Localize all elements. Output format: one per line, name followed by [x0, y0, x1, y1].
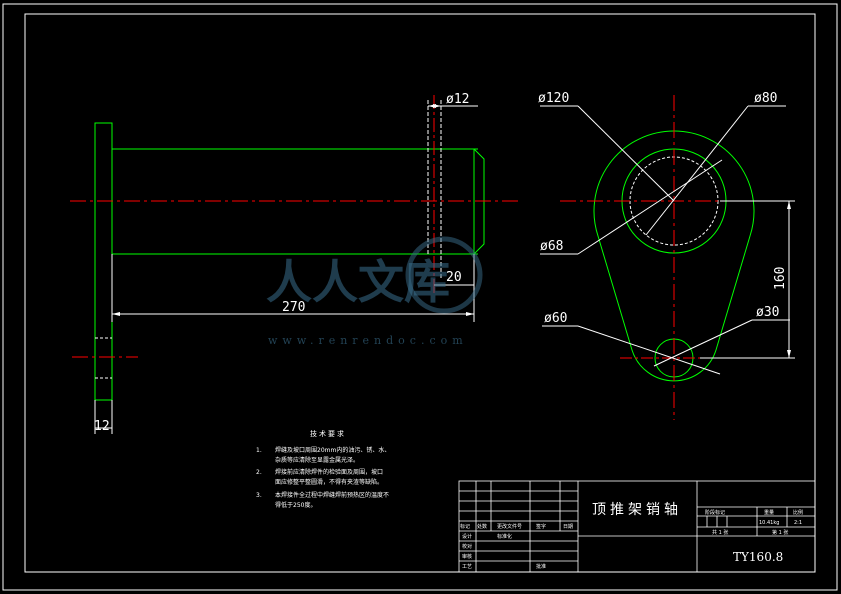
dim-small-end-dia: ø60: [544, 311, 567, 326]
tb-check: 校对: [462, 543, 472, 550]
tb-stage: 阶段标记: [705, 509, 725, 516]
tb-standard: 标准化: [497, 533, 512, 540]
dim-shaft-length: 270: [282, 300, 305, 315]
inner-frame: [24, 13, 816, 573]
tb-process: 工艺: [462, 564, 472, 570]
tb-sheet-no: 第 1 张: [772, 529, 788, 536]
dim-outer-dia: ø120: [538, 91, 569, 106]
watermark: 人人文库 www.renrendoc.com: [266, 236, 483, 347]
title-block-text: 标记 处数 更改文件号 签字 日期 设计 标准化 校对 审核 工艺 批准 顶推架…: [460, 502, 803, 570]
tb-approve: 批准: [536, 563, 546, 570]
tb-doc: 更改文件号: [497, 523, 522, 530]
dim-hole-offset: 20: [446, 270, 462, 285]
dim-small-hole-dia: ø30: [756, 305, 779, 320]
tb-scale-label: 比例: [793, 509, 803, 516]
technical-notes: 技术要求 1. 焊缝及坡口周围20mm内的油污、锈、水、 杂质等应清除至显露金属…: [256, 429, 390, 509]
outer-frame: [2, 3, 838, 591]
dim-flange-thickness: 12: [94, 419, 110, 434]
note-2-num: 2.: [256, 469, 262, 476]
dim-center-distance: 160: [773, 267, 788, 290]
watermark-text: 人人文库: [266, 255, 450, 309]
tb-date: 日期: [563, 524, 573, 530]
tb-design: 设计: [462, 533, 472, 540]
dim-hub-dia: ø68: [540, 239, 563, 254]
note-2-line2: 面应修整平整圆滑，不得有夹渣等缺陷。: [275, 478, 383, 486]
dim-hole-dia: ø12: [446, 92, 469, 107]
tb-weight: 10.41kg: [759, 520, 779, 526]
note-3-num: 3.: [256, 492, 262, 499]
plate-front-view: ø120 ø80 ø68 160 ø60 ø30: [538, 91, 795, 420]
tb-mark: 标记: [460, 523, 470, 530]
note-2-line1: 焊接前应清除焊件的检验面及周围，坡口: [275, 468, 383, 476]
plate-outline: [593, 130, 755, 382]
notes-title: 技术要求: [310, 429, 346, 438]
drawing-code: TY160.8: [733, 550, 783, 564]
note-3-line1: 本焊接件全过程中焊缝焊前预热区的温度不: [275, 491, 389, 499]
watermark-url: www.renrendoc.com: [268, 334, 468, 347]
note-1-line2: 杂质等应清除至显露金属光泽。: [275, 456, 359, 464]
watermark-logo-icon: [405, 236, 483, 314]
note-1-num: 1.: [256, 447, 262, 454]
note-3-line2: 得低于250度。: [275, 501, 316, 509]
tb-sign: 签字: [536, 523, 546, 530]
pin-flange: [94, 122, 113, 401]
tb-count: 处数: [477, 523, 487, 530]
tb-review: 审核: [462, 553, 472, 560]
dim-bore-dia: ø80: [754, 91, 777, 106]
pin-side-view: ø12 20 270 12: [70, 92, 520, 434]
tb-sheets-total: 共 1 张: [712, 529, 728, 536]
tb-weight-label: 重量: [764, 509, 774, 516]
part-name: 顶推架销轴: [592, 502, 682, 518]
note-1-line1: 焊缝及坡口周围20mm内的油污、锈、水、: [275, 446, 390, 454]
title-block: [458, 480, 816, 573]
tb-scale: 2:1: [794, 520, 802, 526]
